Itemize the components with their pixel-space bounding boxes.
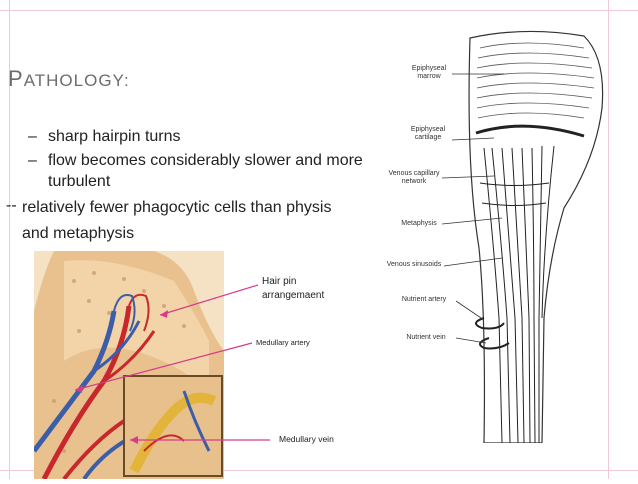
bullet-text: relatively fewer phagocytic cells than p… — [22, 199, 332, 242]
frame-line-right — [608, 0, 609, 479]
frame-line-left — [9, 0, 10, 479]
venous-capillary-label: Venous capillary network — [388, 170, 440, 185]
metaphysis-label: Metaphysis — [401, 220, 437, 227]
bullet-dash: – — [28, 152, 37, 169]
bullet-dash: – — [28, 128, 37, 145]
venous-sinusoids-label: Venous sinusoids — [386, 261, 442, 268]
frame-line-bottom — [0, 470, 638, 471]
bullet-text: sharp hairpin turns — [48, 128, 181, 145]
bullet-dash: -- — [6, 197, 17, 214]
medullary-vein-label: Medullary vein — [279, 434, 334, 444]
bone-vascular-diagram: Epiphyseal marrow Epiphyseal cartilage V… — [384, 18, 618, 444]
bullet-item: – sharp hairpin turns — [28, 126, 378, 147]
epiphyseal-cartilage-label: Epiphyseal cartilage — [410, 126, 446, 141]
slide-title: PATHOLOGY: — [8, 66, 130, 91]
bullet-item: – flow becomes considerably slower and m… — [28, 150, 378, 192]
medullary-artery-label: Medullary artery — [256, 338, 310, 347]
bone-line-drawing — [441, 30, 604, 444]
nutrient-artery-label: Nutrient artery — [401, 296, 447, 303]
hairpin-label: Hair pin arrangemaent — [262, 275, 352, 303]
bullet-item: -- relatively fewer phagocytic cells tha… — [6, 195, 378, 247]
medullary-vessels-illustration — [32, 251, 224, 481]
bone-section-drawing — [32, 251, 224, 481]
epiphyseal-marrow-label: Epiphyseal marrow — [411, 65, 447, 80]
frame-line-top — [0, 10, 638, 11]
nutrient-vein-label: Nutrient vein — [406, 334, 446, 341]
bullet-text: flow becomes considerably slower and mor… — [48, 152, 363, 190]
bullet-list: – sharp hairpin turns – flow becomes con… — [6, 126, 378, 250]
